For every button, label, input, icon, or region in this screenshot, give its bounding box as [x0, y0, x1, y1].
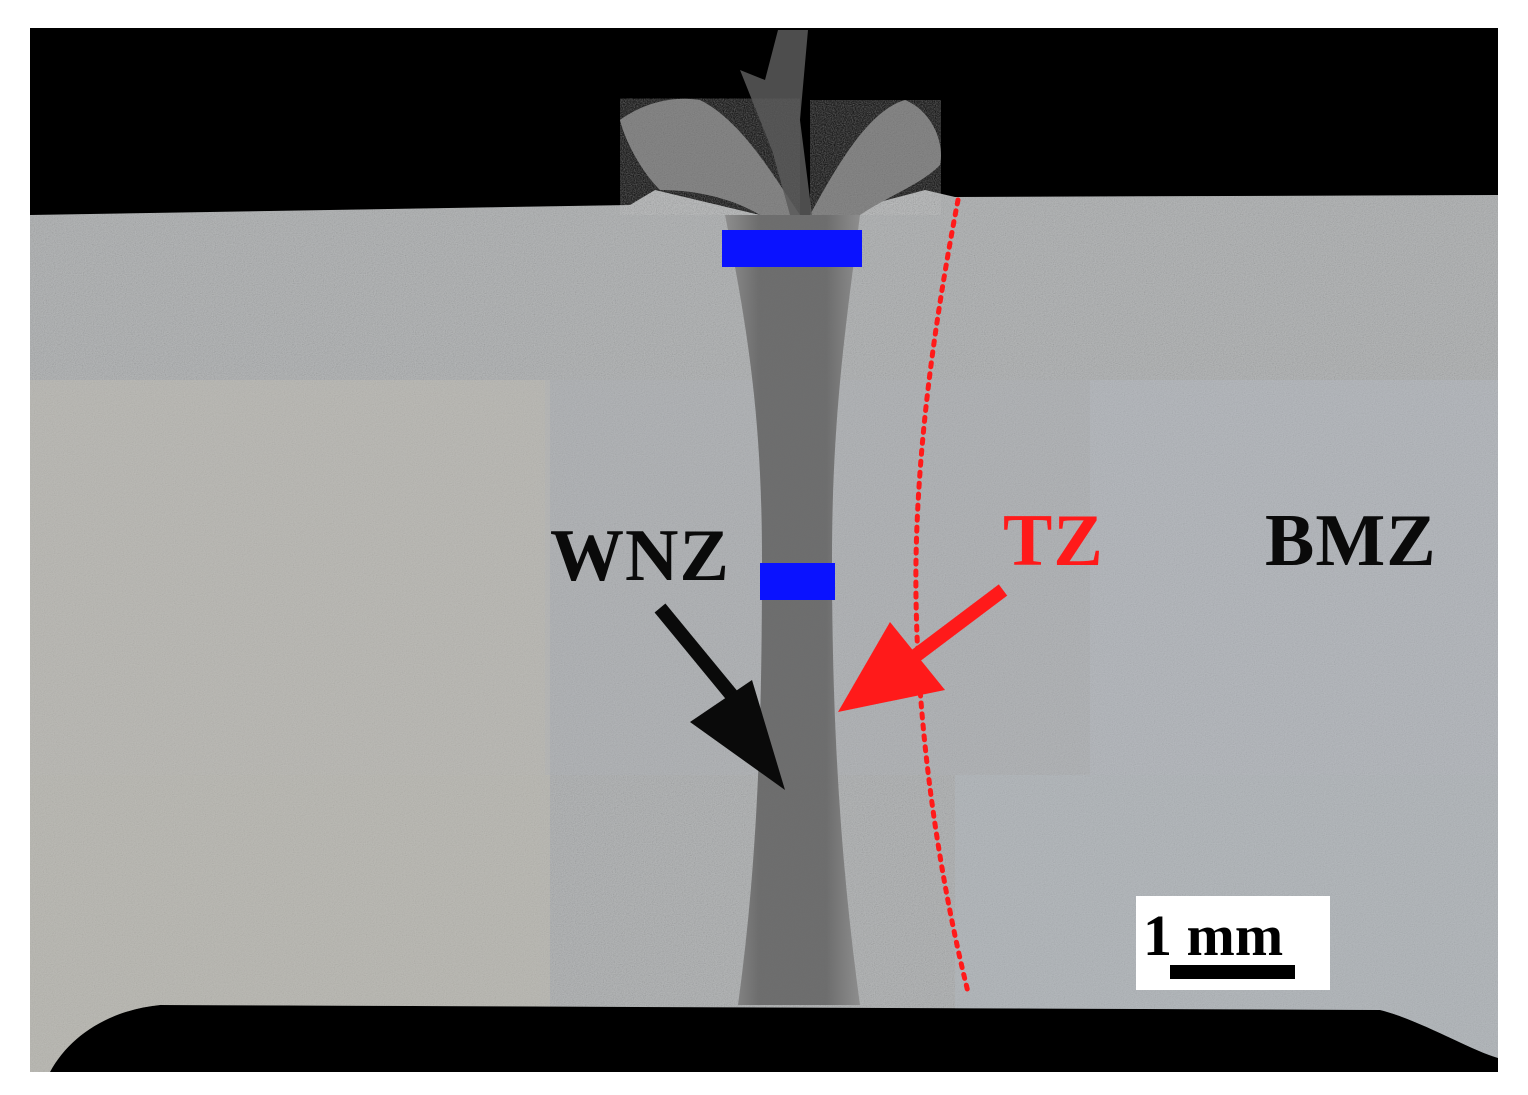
scale-bar-text: 1 mm	[1143, 903, 1283, 968]
weld-nugget-zone	[725, 215, 860, 1005]
scale-bar: 1 mm	[1136, 896, 1330, 990]
wnz-label: WNZ	[550, 515, 730, 597]
bmz-label: BMZ	[1265, 500, 1437, 582]
panel-tone-right	[1090, 380, 1498, 775]
flash-right	[810, 100, 941, 215]
panel-tone-left	[30, 380, 550, 775]
measurement-mark-top	[722, 230, 862, 267]
tz-boundary-dotted-line	[913, 197, 971, 995]
wnz-arrow	[654, 603, 785, 790]
flash-left	[620, 98, 800, 215]
tz-arrow	[838, 584, 1008, 712]
spatter-plume	[740, 30, 812, 215]
tz-label: TZ	[1003, 500, 1104, 582]
measurement-mark-middle	[760, 563, 835, 600]
scale-bar-line	[1170, 965, 1295, 979]
